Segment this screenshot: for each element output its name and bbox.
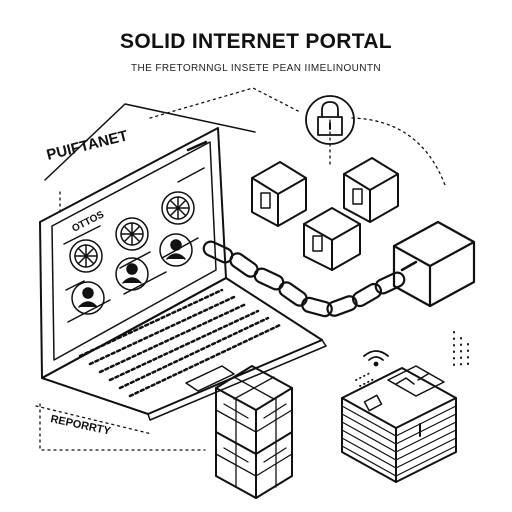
globe-icon (161, 191, 195, 225)
laptop-tag: PUIFTANET (45, 127, 130, 164)
laptop-screen-inner (51, 141, 217, 361)
cube-icon (392, 220, 476, 308)
cube-icon (343, 157, 399, 223)
user-avatar-icon (159, 233, 193, 267)
user-avatar-icon (71, 281, 105, 315)
cube-icon (303, 207, 361, 271)
page-title: SOLID INTERNET PORTAL (120, 30, 392, 53)
page-subtitle: THE FRETORNNGL INSETE PEAN IIMELINOUNTN (130, 63, 382, 74)
report-tag-label: REPORRTY (49, 413, 112, 438)
globe-icon (115, 217, 149, 251)
laptop-trackpad (185, 365, 235, 392)
report-tag: REPORRTY (35, 405, 153, 438)
cube-icon (251, 161, 307, 227)
user-avatar-icon (115, 257, 149, 291)
laptop-base-edge (147, 339, 327, 421)
laptop-screen-outer (39, 127, 227, 379)
dot-pattern (355, 371, 377, 387)
server-stack-icon (215, 365, 293, 499)
dot-grid (453, 331, 469, 367)
chain-icon (202, 240, 418, 318)
wifi-icon (363, 350, 389, 367)
money-stack-icon (341, 365, 457, 483)
laptop-keyboard (78, 288, 282, 398)
laptop: OTTOS (39, 127, 327, 421)
lock-icon (305, 95, 355, 145)
top-outline (44, 103, 256, 181)
globe-icon (69, 239, 103, 273)
